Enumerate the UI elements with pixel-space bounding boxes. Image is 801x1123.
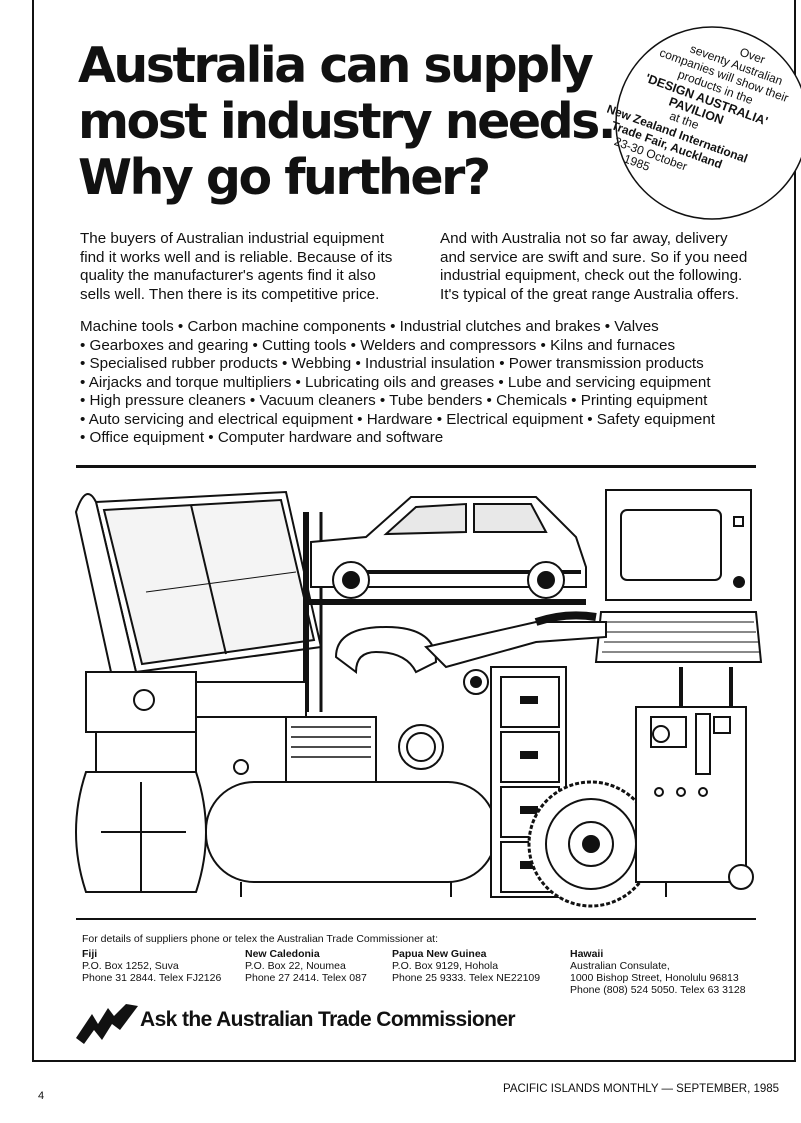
headline-line-2: most industry needs.	[78, 93, 616, 150]
valve-drawing	[75, 671, 307, 893]
saw-blade-drawing	[527, 780, 655, 908]
intro-left-paragraph: The buyers of Australian industrial equi…	[80, 230, 420, 304]
badge-circle	[615, 26, 801, 220]
tube-bender-drawing	[334, 611, 607, 695]
product-line: Machine tools • Carbon machine component…	[80, 318, 659, 335]
office-phone: Phone (808) 524 5050. Telex 63 3128	[570, 984, 746, 996]
product-line: • Specialised rubber products • Webbing …	[80, 355, 704, 372]
office-address: P.O. Box 1252, Suva	[82, 960, 179, 972]
headline: Australia can supply most industry needs…	[78, 37, 616, 206]
page-number: 4	[38, 1090, 45, 1102]
headline-line-3: Why go further?	[78, 149, 491, 206]
office-phone: Phone 25 9333. Telex NE22109	[392, 972, 541, 984]
office-new-caledonia: New Caledonia P.O. Box 22, Noumea Phone …	[245, 948, 367, 984]
car-drawing	[310, 496, 587, 599]
product-line: • Office equipment • Computer hardware a…	[80, 429, 444, 446]
headline-line-1: Australia can supply	[78, 37, 594, 94]
intro-left-line: find it works well and is reliable. Beca…	[80, 248, 393, 266]
industrial-equipment-illustration	[74, 489, 763, 908]
office-address: P.O. Box 9129, Hohola	[392, 960, 499, 972]
office-name: New Caledonia	[245, 948, 320, 960]
office-name: Papua New Guinea	[392, 948, 487, 960]
trade-commission-logo	[76, 1004, 138, 1044]
product-line: • High pressure cleaners • Vacuum cleane…	[80, 392, 708, 409]
divider-top	[76, 465, 756, 468]
product-line: • Auto servicing and electrical equipmen…	[80, 410, 715, 428]
intro-right-line: and service are swift and sure. So if yo…	[440, 248, 748, 266]
trade-fair-badge: Over seventy Australian companies will s…	[607, 26, 801, 220]
page-border	[32, 0, 796, 1062]
office-address: P.O. Box 22, Noumea	[245, 960, 346, 972]
contact-intro: For details of suppliers phone or telex …	[82, 933, 439, 945]
intro-right-line: And with Australia not so far away, deli…	[440, 230, 728, 247]
intro-right-paragraph: And with Australia not so far away, deli…	[440, 230, 770, 304]
computer-drawing	[594, 489, 763, 663]
intro-right-line: It's typical of the great range Australi…	[440, 285, 739, 303]
office-address: Australian Consulate,	[570, 960, 670, 972]
compressor-drawing	[205, 716, 497, 897]
intro-left-line: sells well. Then there is its competitiv…	[80, 285, 380, 303]
office-name: Fiji	[82, 948, 98, 960]
welder-drawing	[635, 667, 754, 897]
publication-footer: PACIFIC ISLANDS MONTHLY — SEPTEMBER, 198…	[503, 1083, 780, 1095]
office-hawaii: Hawaii Australian Consulate, 1000 Bishop…	[570, 948, 746, 996]
product-line: • Airjacks and torque multipliers • Lubr…	[80, 373, 711, 391]
office-phone: Phone 31 2844. Telex FJ2126	[82, 972, 222, 984]
office-fiji: Fiji P.O. Box 1252, Suva Phone 31 2844. …	[82, 948, 221, 984]
office-papua-new-guinea: Papua New Guinea P.O. Box 9129, Hohola P…	[392, 948, 540, 984]
office-street: 1000 Bishop Street, Honolulu 96813	[570, 972, 739, 984]
tagline: Ask the Australian Trade Commissioner	[140, 1008, 516, 1031]
intro-right-line: industrial equipment, check out the foll…	[440, 267, 743, 284]
product-list: Machine tools • Carbon machine component…	[80, 318, 780, 448]
product-line: • Gearboxes and gearing • Cutting tools …	[80, 336, 676, 354]
office-name: Hawaii	[570, 948, 604, 960]
office-phone: Phone 27 2414. Telex 087	[245, 972, 367, 984]
solar-panel-drawing	[74, 490, 323, 681]
divider-bottom	[76, 918, 756, 920]
intro-left-line: The buyers of Australian industrial equi…	[80, 230, 384, 247]
intro-left-line: quality the manufacturer's agents find i…	[80, 267, 376, 284]
